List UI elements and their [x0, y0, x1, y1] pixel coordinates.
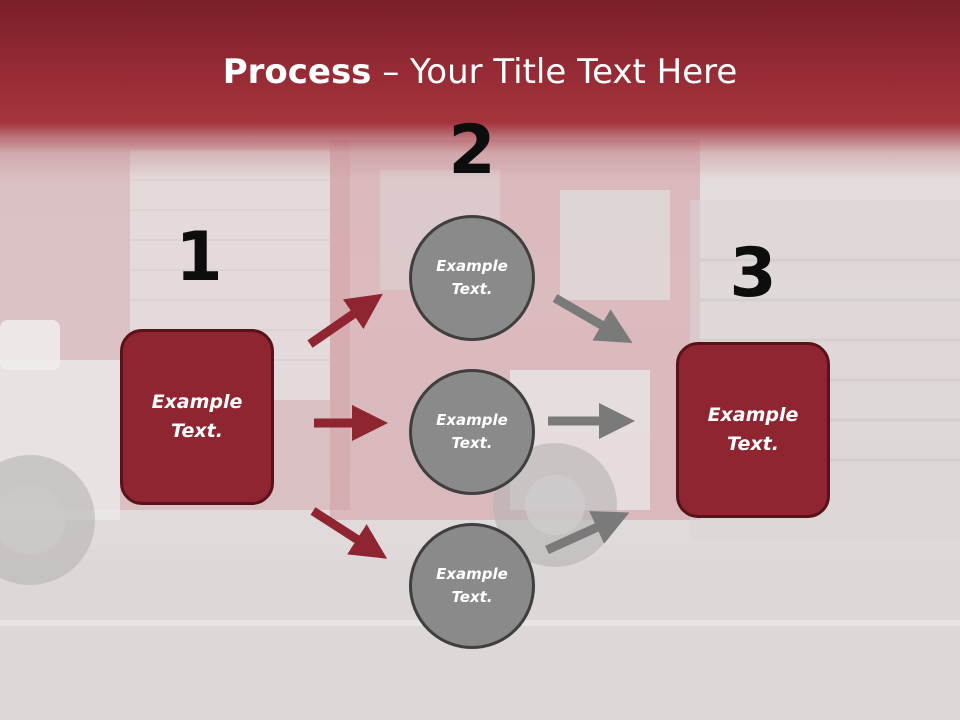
step-box-1-text: Example Text. [151, 391, 243, 442]
header-band [0, 0, 960, 180]
circle-top[interactable]: Example Text. [409, 215, 535, 341]
circle-bottom-text: Example Text. [436, 565, 508, 606]
step-box-3[interactable]: Example Text. [676, 342, 830, 518]
step-number-2: 2 [448, 111, 496, 190]
circle-bottom[interactable]: Example Text. [409, 523, 535, 649]
step-number-3: 3 [729, 234, 777, 313]
circle-top-text: Example Text. [436, 257, 508, 298]
step-box-3-text: Example Text. [707, 404, 799, 455]
circle-middle[interactable]: Example Text. [409, 369, 535, 495]
slide-title: Process – Your Title Text Here [0, 52, 960, 92]
title-bold-word: Process [222, 52, 372, 92]
step-box-1[interactable]: Example Text. [120, 329, 274, 505]
title-rest: – Your Title Text Here [371, 52, 738, 92]
circle-middle-text: Example Text. [436, 411, 508, 452]
step-number-1: 1 [175, 218, 223, 297]
